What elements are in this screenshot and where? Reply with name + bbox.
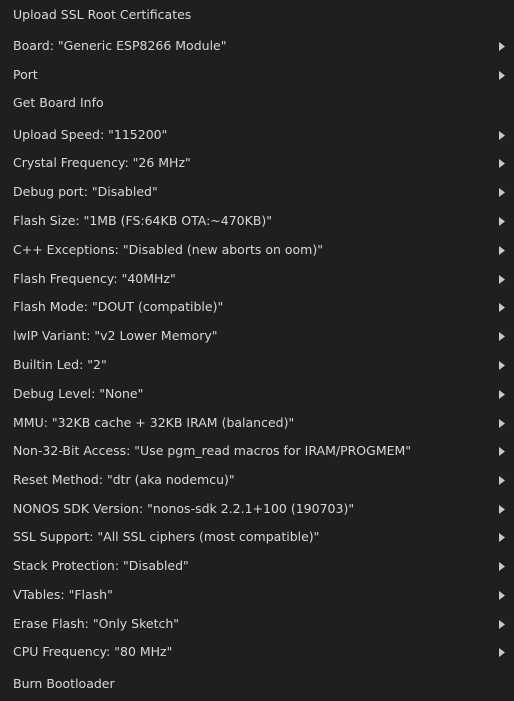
menu-item-cpu-frequency[interactable]: CPU Frequency: "80 MHz" <box>0 639 514 665</box>
menu-item-label: lwIP Variant: "v2 Lower Memory" <box>13 328 218 343</box>
chevron-right-icon <box>496 496 508 522</box>
menu-item-debug-port[interactable]: Debug port: "Disabled" <box>0 179 514 205</box>
chevron-right-icon <box>496 179 508 205</box>
menu-item-stack-protection[interactable]: Stack Protection: "Disabled" <box>0 553 514 579</box>
menu-item-flash-mode[interactable]: Flash Mode: "DOUT (compatible)" <box>0 294 514 320</box>
chevron-right-icon <box>496 524 508 550</box>
menu-item-label: Port <box>13 67 38 82</box>
menu-item-reset-method[interactable]: Reset Method: "dtr (aka nodemcu)" <box>0 467 514 493</box>
chevron-right-icon <box>496 208 508 234</box>
menu-item-label: Board: "Generic ESP8266 Module" <box>13 38 227 53</box>
menu-item-label: Burn Bootloader <box>13 676 115 691</box>
menu-item-label: Builtin Led: "2" <box>13 357 107 372</box>
chevron-right-icon <box>496 410 508 436</box>
menu-item-upload-speed[interactable]: Upload Speed: "115200" <box>0 122 514 148</box>
menu-item-label: Non-32-Bit Access: "Use pgm_read macros … <box>13 443 412 458</box>
menu-item-cpp-exceptions[interactable]: C++ Exceptions: "Disabled (new aborts on… <box>0 237 514 263</box>
chevron-right-icon <box>496 352 508 378</box>
menu-item-lwip-variant[interactable]: lwIP Variant: "v2 Lower Memory" <box>0 323 514 349</box>
menu-item-label: Crystal Frequency: "26 MHz" <box>13 155 191 170</box>
menu-item-label: SSL Support: "All SSL ciphers (most comp… <box>13 529 320 544</box>
menu-item-erase-flash[interactable]: Erase Flash: "Only Sketch" <box>0 611 514 637</box>
menu-item-flash-frequency[interactable]: Flash Frequency: "40MHz" <box>0 266 514 292</box>
chevron-right-icon <box>496 294 508 320</box>
menu-item-upload-ssl-root-certificates[interactable]: Upload SSL Root Certificates <box>0 2 514 28</box>
chevron-right-icon <box>496 582 508 608</box>
chevron-right-icon <box>496 122 508 148</box>
chevron-right-icon <box>496 266 508 292</box>
chevron-right-icon <box>496 639 508 665</box>
menu-item-label: Get Board Info <box>13 95 104 110</box>
menu-item-crystal-frequency[interactable]: Crystal Frequency: "26 MHz" <box>0 150 514 176</box>
menu-item-mmu[interactable]: MMU: "32KB cache + 32KB IRAM (balanced)" <box>0 410 514 436</box>
menu-item-label: VTables: "Flash" <box>13 587 113 602</box>
chevron-right-icon <box>496 33 508 59</box>
menu-item-non-32-bit-access[interactable]: Non-32-Bit Access: "Use pgm_read macros … <box>0 438 514 464</box>
menu-item-label: Flash Size: "1MB (FS:64KB OTA:~470KB)" <box>13 213 273 228</box>
chevron-right-icon <box>496 62 508 88</box>
menu-item-label: Flash Mode: "DOUT (compatible)" <box>13 299 224 314</box>
menu-item-label: Debug Level: "None" <box>13 386 144 401</box>
menu-item-label: Erase Flash: "Only Sketch" <box>13 616 180 631</box>
menu-item-label: Upload SSL Root Certificates <box>13 7 192 22</box>
menu-item-debug-level[interactable]: Debug Level: "None" <box>0 381 514 407</box>
menu-item-board[interactable]: Board: "Generic ESP8266 Module" <box>0 33 514 59</box>
menu-item-label: CPU Frequency: "80 MHz" <box>13 644 173 659</box>
chevron-right-icon <box>496 323 508 349</box>
menu-item-flash-size[interactable]: Flash Size: "1MB (FS:64KB OTA:~470KB)" <box>0 208 514 234</box>
menu-item-port[interactable]: Port <box>0 62 514 88</box>
chevron-right-icon <box>496 467 508 493</box>
menu-item-label: Reset Method: "dtr (aka nodemcu)" <box>13 472 235 487</box>
menu-item-label: MMU: "32KB cache + 32KB IRAM (balanced)" <box>13 415 295 430</box>
chevron-right-icon <box>496 237 508 263</box>
chevron-right-icon <box>496 611 508 637</box>
menu-item-get-board-info[interactable]: Get Board Info <box>0 90 514 116</box>
menu-item-label: Upload Speed: "115200" <box>13 127 168 142</box>
menu-item-ssl-support[interactable]: SSL Support: "All SSL ciphers (most comp… <box>0 524 514 550</box>
menu-item-burn-bootloader[interactable]: Burn Bootloader <box>0 671 514 697</box>
chevron-right-icon <box>496 438 508 464</box>
menu-item-builtin-led[interactable]: Builtin Led: "2" <box>0 352 514 378</box>
menu-item-label: Stack Protection: "Disabled" <box>13 558 189 573</box>
chevron-right-icon <box>496 381 508 407</box>
menu-item-label: Debug port: "Disabled" <box>13 184 158 199</box>
menu-item-label: NONOS SDK Version: "nonos-sdk 2.2.1+100 … <box>13 501 355 516</box>
menu-item-label: C++ Exceptions: "Disabled (new aborts on… <box>13 242 323 257</box>
chevron-right-icon <box>496 150 508 176</box>
menu-item-vtables[interactable]: VTables: "Flash" <box>0 582 514 608</box>
menu-item-label: Flash Frequency: "40MHz" <box>13 271 176 286</box>
chevron-right-icon <box>496 553 508 579</box>
menu-item-nonos-sdk-version[interactable]: NONOS SDK Version: "nonos-sdk 2.2.1+100 … <box>0 496 514 522</box>
